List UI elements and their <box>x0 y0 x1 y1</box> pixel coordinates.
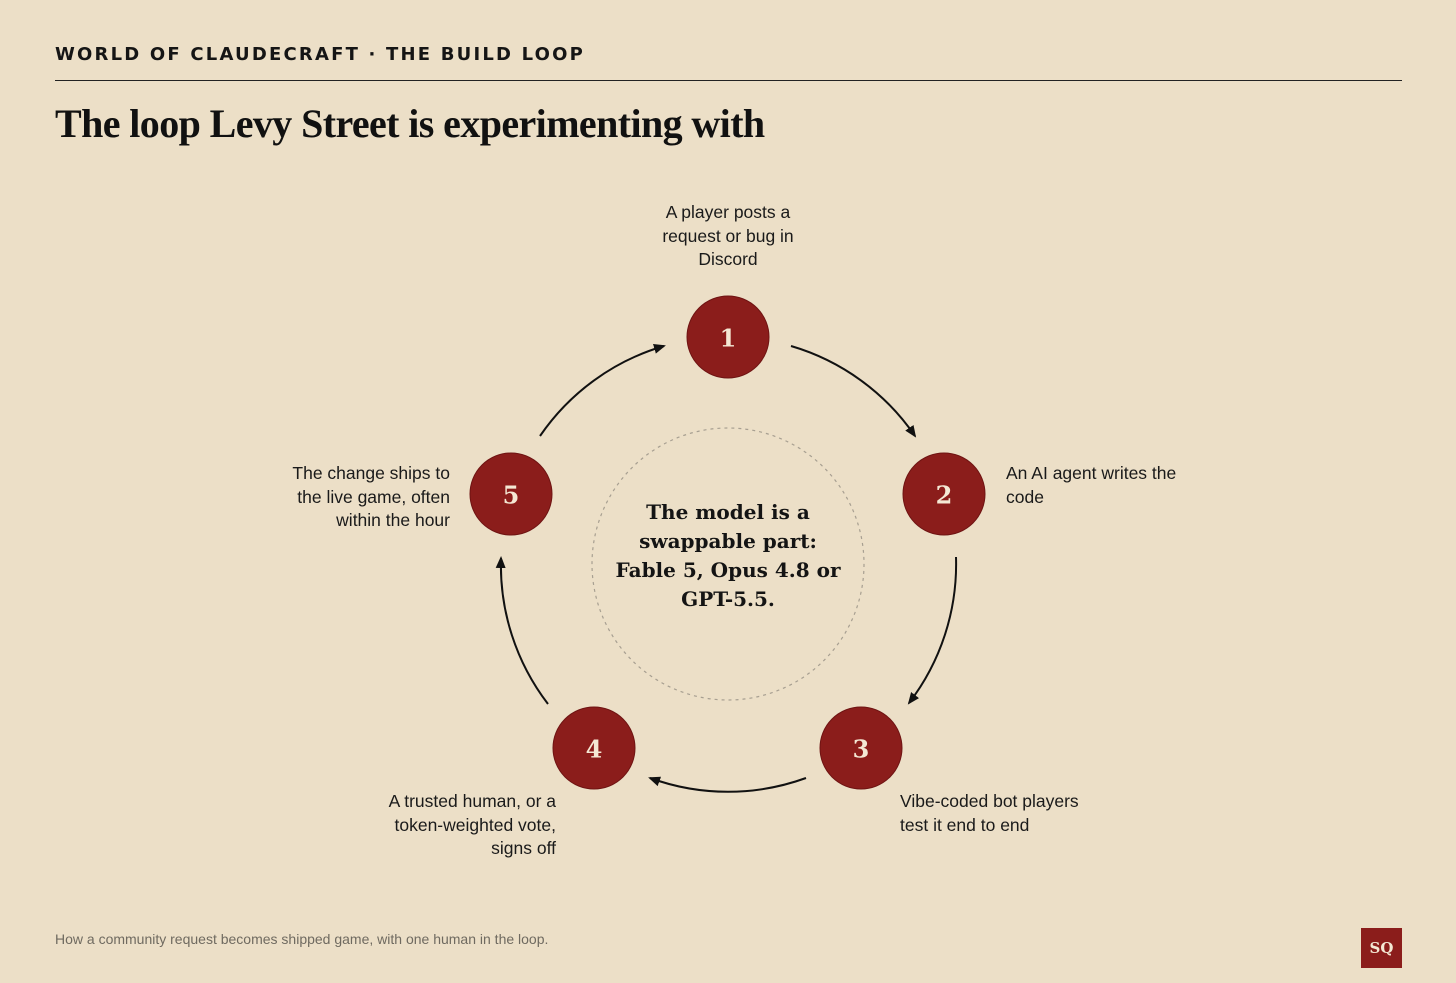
publisher-logo: SQ <box>1361 928 1402 968</box>
step-node-4: 4 <box>552 706 636 790</box>
step-node-1: 1 <box>686 295 770 379</box>
step-label-3: Vibe-coded bot players test it end to en… <box>900 791 1079 835</box>
step-node-3: 3 <box>819 706 903 790</box>
center-ring <box>591 427 865 701</box>
arrow-1-to-2 <box>790 345 917 438</box>
step-label-2: An AI agent writes the code <box>1006 463 1177 507</box>
step-number-1: 1 <box>720 324 737 353</box>
arrow-4-to-5 <box>495 556 549 705</box>
step-node-5: 5 <box>469 452 553 536</box>
step-node-2: 2 <box>902 452 986 536</box>
kicker: WORLD OF CLAUDECRAFT · THE BUILD LOOP <box>55 44 586 65</box>
arrow-3-to-4 <box>648 776 807 793</box>
step-number-4: 4 <box>586 735 603 764</box>
step-number-3: 3 <box>853 735 870 764</box>
arrow-5-to-1 <box>539 344 666 437</box>
arrow-2-to-3 <box>907 556 958 705</box>
step-label-4: A trusted human, or a token-weighted vot… <box>388 791 556 858</box>
step-number-2: 2 <box>936 481 953 510</box>
step-label-1: A player posts a request or bug in Disco… <box>662 202 794 269</box>
page-title: The loop Levy Street is experimenting wi… <box>55 101 765 146</box>
footer-caption: How a community request becomes shipped … <box>55 931 549 947</box>
step-label-5: The change ships to the live game, often… <box>292 463 450 530</box>
header-rule <box>55 80 1402 81</box>
center-note: The model is a swappable part: Fable 5, … <box>615 500 841 611</box>
step-number-5: 5 <box>503 481 520 510</box>
